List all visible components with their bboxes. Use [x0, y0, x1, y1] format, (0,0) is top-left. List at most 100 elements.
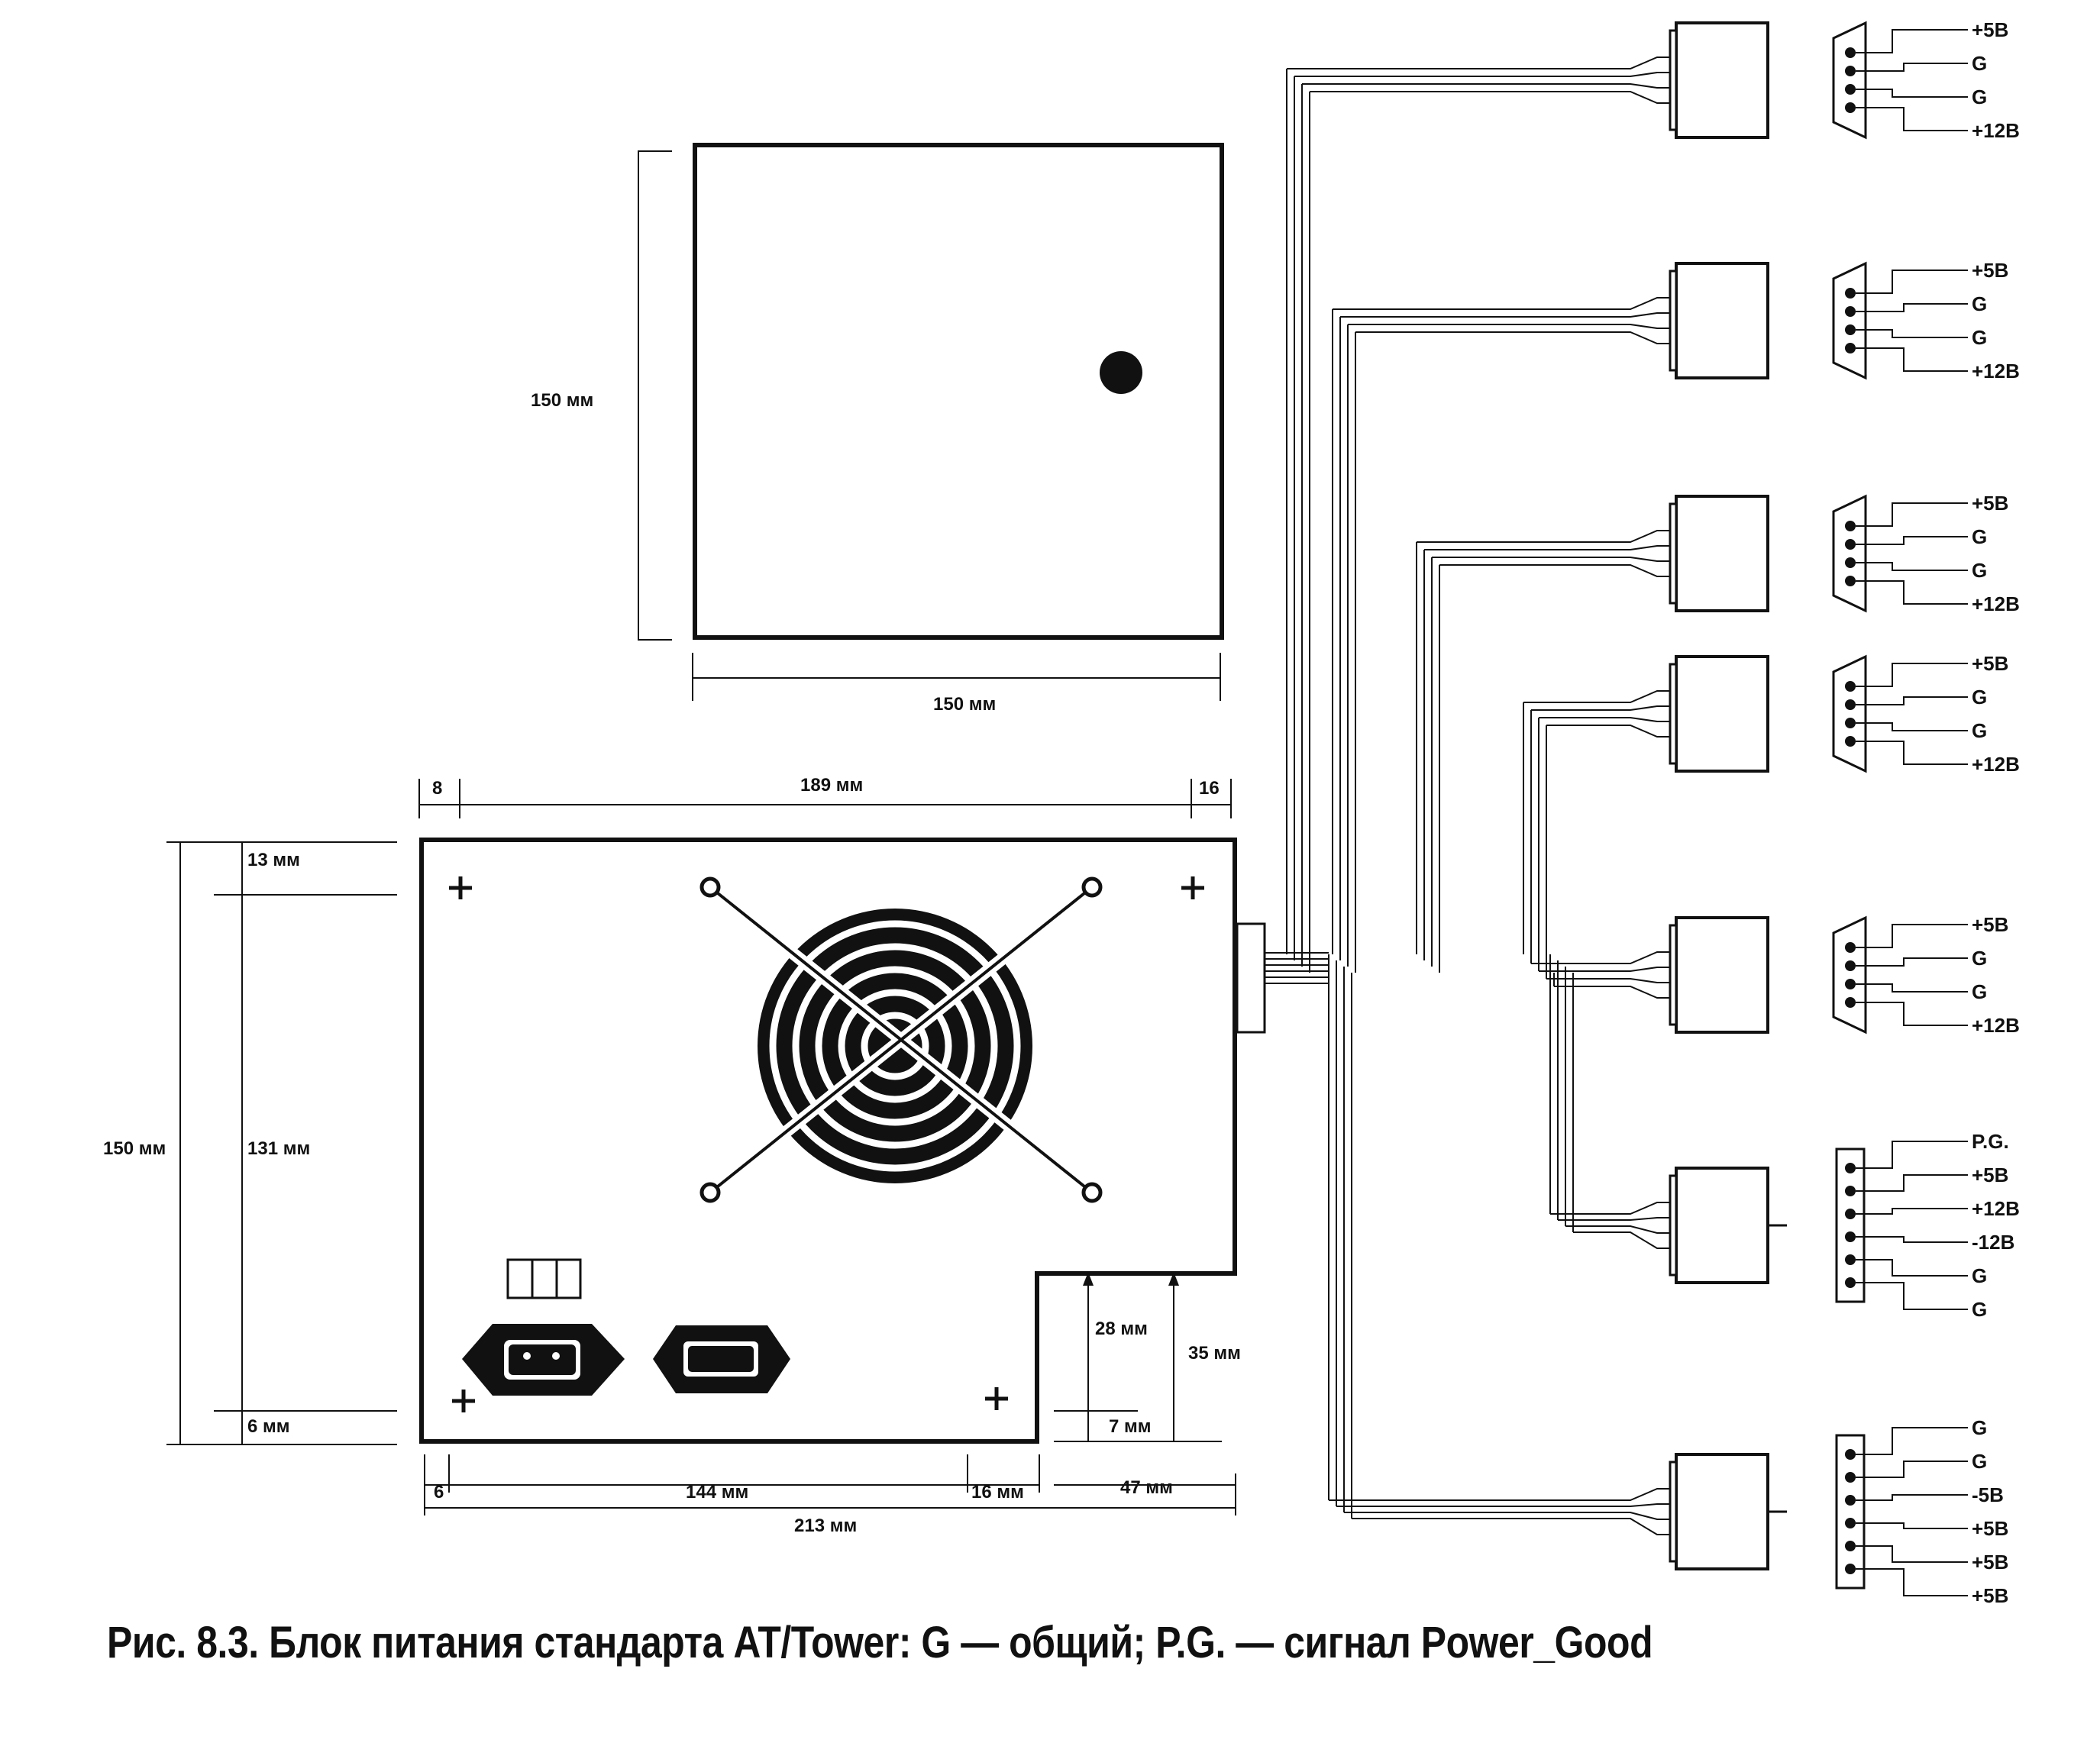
pin-leader-line — [1856, 89, 1968, 98]
pin-label: +5В — [1972, 259, 2008, 282]
pin-leader-line — [1856, 347, 1968, 372]
connector-pin — [1845, 1231, 1856, 1242]
pin-label: +12В — [1972, 592, 2020, 615]
connector-housing-lip — [1669, 1461, 1678, 1563]
pin-label: G — [1972, 326, 1987, 349]
pin-label: +5В — [1972, 1584, 2008, 1607]
connector-face — [1832, 261, 1867, 380]
connector-housing — [1675, 1167, 1769, 1284]
connector-pin — [1845, 1209, 1856, 1219]
pin-label: P.G. — [1972, 1130, 2009, 1153]
pin-label: G — [1972, 52, 1987, 75]
dim-inner-height: 131 мм — [247, 1138, 310, 1159]
pin-leader-line — [1856, 1494, 1968, 1501]
connector-face — [1832, 21, 1867, 140]
pin-label: -5В — [1972, 1483, 2004, 1506]
pin-leader-line — [1856, 63, 1968, 72]
connector-face — [1835, 1147, 1866, 1303]
connector-housing-lip — [1669, 663, 1678, 765]
pin-label: +5В — [1972, 18, 2008, 41]
connector-face — [1835, 1434, 1866, 1590]
top-height-label: 150 мм — [531, 390, 593, 411]
top-width-label: 150 мм — [933, 694, 996, 715]
pin-label: +5В — [1972, 913, 2008, 936]
pin-label: +12В — [1972, 753, 2020, 776]
dim-bottom-left: 6 — [434, 1482, 444, 1503]
connector-pin — [1845, 1495, 1856, 1506]
pin-leader-line — [1856, 562, 1968, 571]
pin-label: +5В — [1972, 1517, 2008, 1540]
connector-pin — [1845, 47, 1856, 58]
connector-face — [1832, 915, 1867, 1035]
connector-pin — [1845, 84, 1856, 95]
dim-top-right: 16 — [1199, 778, 1220, 799]
pin-leader-line — [1856, 1208, 1968, 1215]
dim-notch-7: 7 мм — [1109, 1416, 1152, 1437]
pin-label: +5В — [1972, 1551, 2008, 1574]
connector-pin — [1845, 576, 1856, 586]
connector-face — [1832, 494, 1867, 613]
pin-label: G — [1972, 525, 1987, 548]
pin-leader-line — [1856, 270, 1968, 294]
cable-exit-block — [1236, 922, 1266, 1034]
pin-leader-line — [1856, 29, 1968, 53]
pin-leader-line — [1856, 1002, 1968, 1026]
connector-pin — [1845, 343, 1856, 353]
connector-pin — [1845, 102, 1856, 113]
connector-pin — [1845, 699, 1856, 710]
pin-leader-line — [1856, 1568, 1968, 1596]
power-inlet-icon — [462, 1324, 625, 1396]
connector-pin — [1845, 1541, 1856, 1551]
connector-housing-lip — [1669, 29, 1678, 131]
dim-top-width: 189 мм — [800, 775, 863, 796]
connector-housing — [1675, 262, 1769, 379]
dim-notch-width: 47 мм — [1120, 1477, 1173, 1498]
pin-leader-line — [1856, 1174, 1968, 1192]
dim-bottom-main: 144 мм — [686, 1482, 748, 1503]
connector-housing — [1675, 495, 1769, 612]
pin-label: G — [1972, 1416, 1987, 1439]
connector-pin — [1845, 1472, 1856, 1483]
dim-top-left: 8 — [432, 778, 442, 799]
connector-pin — [1845, 736, 1856, 747]
rear-view-body — [419, 838, 1237, 1444]
connector-pin — [1845, 1163, 1856, 1173]
connector-pin — [1845, 306, 1856, 317]
connector-pin — [1845, 557, 1856, 568]
dim-bottom-offset: 6 мм — [247, 1416, 290, 1437]
connector-pin — [1845, 288, 1856, 299]
pin-leader-line — [1856, 741, 1968, 765]
connector-pin — [1845, 1518, 1856, 1528]
pin-leader-line — [1856, 502, 1968, 527]
pin-leader-line — [1856, 1141, 1968, 1169]
connector-housing-lip — [1669, 270, 1678, 372]
connector-pin — [1845, 1449, 1856, 1460]
pin-leader-line — [1856, 107, 1968, 131]
dim-top-offset: 13 мм — [247, 850, 300, 870]
connector-housing — [1675, 916, 1769, 1034]
pin-leader-line — [1856, 957, 1968, 967]
pin-label: G — [1972, 719, 1987, 742]
connector-pin — [1845, 979, 1856, 989]
connector-pin — [1845, 718, 1856, 728]
pin-leader-line — [1856, 329, 1968, 338]
connector-housing-lip — [1669, 502, 1678, 605]
pin-label: +5В — [1972, 652, 2008, 675]
pin-label: G — [1972, 1264, 1987, 1287]
pin-label: -12В — [1972, 1231, 2014, 1254]
top-view-body — [693, 143, 1224, 640]
pin-leader-line — [1856, 722, 1968, 731]
connector-pin — [1845, 960, 1856, 971]
pin-label: +12В — [1972, 360, 2020, 382]
dim-overall-width: 213 мм — [794, 1515, 857, 1536]
pin-leader-line — [1856, 1545, 1968, 1563]
pin-leader-line — [1856, 983, 1968, 993]
pin-label: G — [1972, 559, 1987, 582]
wire-harness — [1265, 56, 1676, 1535]
connector-pin — [1845, 324, 1856, 335]
top-view: 150 мм 150 мм — [531, 143, 1224, 715]
pin-label: G — [1972, 292, 1987, 315]
pin-label: +5В — [1972, 492, 2008, 515]
voltage-switch — [506, 1258, 582, 1299]
